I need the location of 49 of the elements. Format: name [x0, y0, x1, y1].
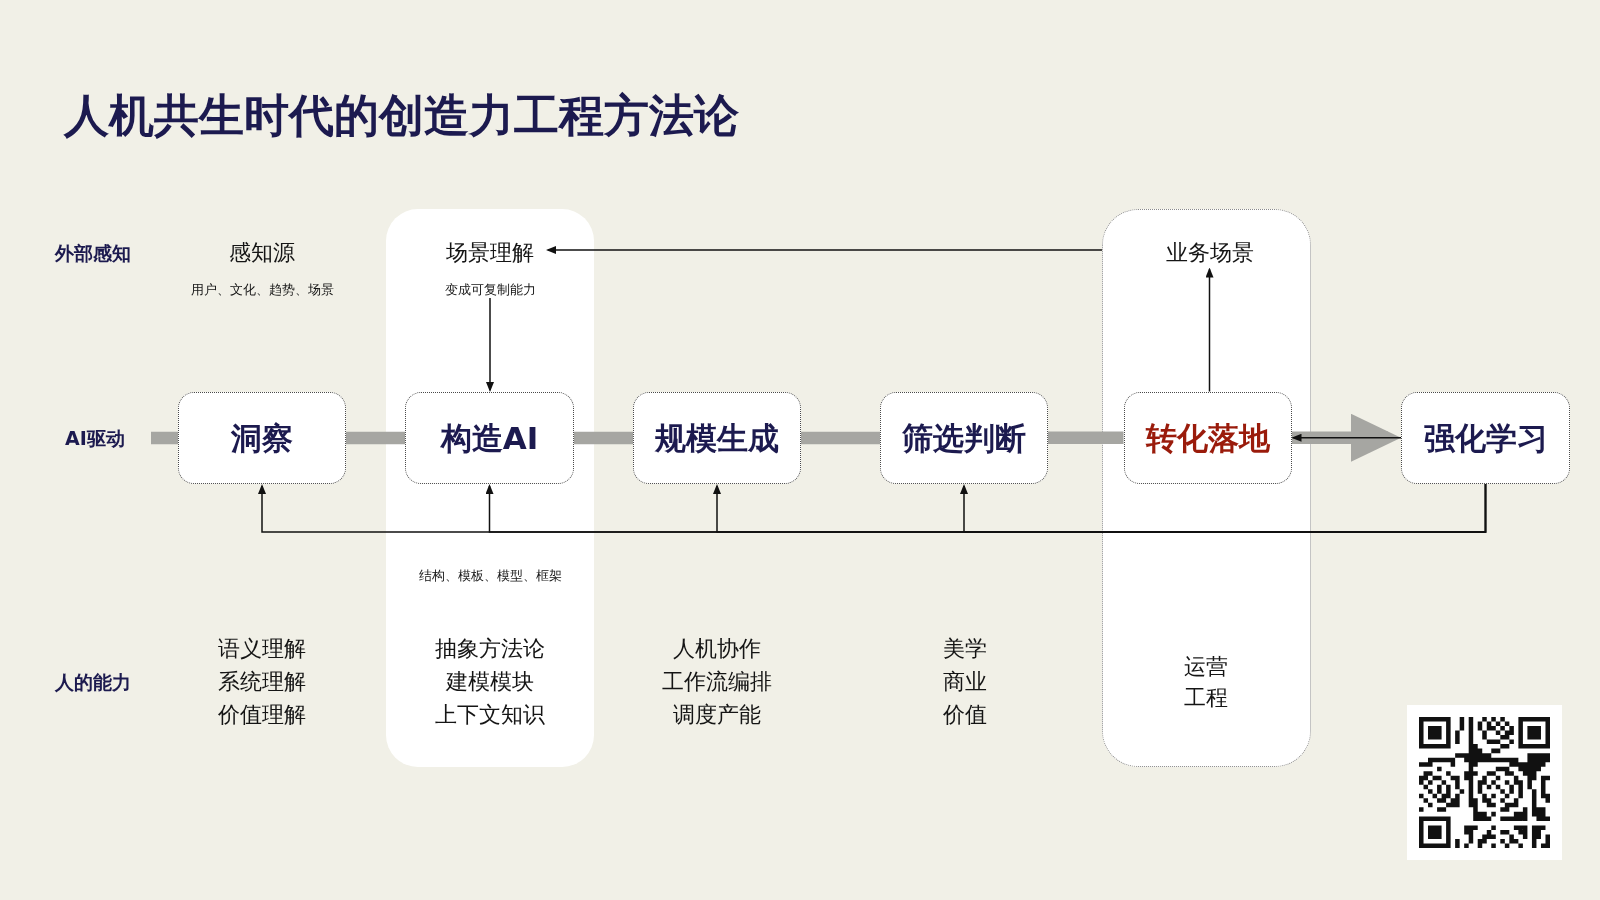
flow-bar — [151, 431, 178, 445]
list-item: 系统理解 — [218, 668, 306, 696]
process-box — [1123, 391, 1292, 484]
list-item: 抽象方法论 — [435, 635, 545, 663]
list-item: 价值 — [943, 701, 987, 729]
step-label: 转化落地 — [1145, 418, 1270, 457]
step-label: 构造AI — [440, 419, 539, 457]
list-item: 工作流编排 — [662, 668, 772, 696]
list-item: 人机协作 — [673, 635, 761, 663]
step-label: 强化学习 — [1423, 419, 1548, 457]
note: 结构、模板、模型、框架 — [418, 568, 562, 584]
arrow — [1205, 267, 1214, 393]
arrow — [960, 483, 1487, 533]
process-box — [880, 392, 1048, 484]
row-label: 人的能力 — [55, 670, 131, 695]
list-item: 上下文知识 — [435, 701, 545, 729]
list-item: 建模模块 — [446, 668, 534, 696]
flow-bar — [346, 431, 405, 445]
process-box — [1401, 392, 1570, 484]
flow-arrow — [1291, 413, 1401, 462]
row-label: 外部感知 — [55, 241, 131, 266]
title: 人机共生时代的创造力工程方法论 — [64, 88, 739, 144]
column-heading: 业务场景 — [1165, 237, 1254, 268]
flow-bar — [1048, 431, 1124, 444]
arrow — [486, 297, 494, 392]
arrow — [1291, 433, 1402, 442]
note: 用户、文化、趋势、场景 — [190, 282, 334, 298]
list-item: 美学 — [943, 635, 987, 663]
step-label: 规模生成 — [655, 419, 779, 457]
arrow — [546, 246, 1103, 254]
dotted-panel — [1102, 209, 1311, 767]
column-heading: 场景理解 — [446, 239, 534, 267]
row-label: AI驱动 — [65, 426, 125, 451]
step-label: 洞察 — [231, 419, 293, 457]
highlight-panel — [386, 209, 594, 767]
list-item: 商业 — [943, 668, 987, 696]
step-label: 筛选判断 — [902, 419, 1026, 457]
process-box — [178, 392, 346, 484]
process-box — [633, 392, 801, 484]
list-item: 价值理解 — [218, 701, 306, 729]
list-item: 调度产能 — [673, 701, 761, 729]
flow-bar — [801, 431, 880, 445]
process-box — [405, 392, 574, 484]
list-item: 语义理解 — [218, 635, 306, 663]
note: 变成可复制能力 — [444, 282, 536, 298]
column-heading: 感知源 — [229, 239, 295, 267]
list-item: 工程 — [1184, 683, 1228, 712]
list-item: 运营 — [1184, 652, 1228, 681]
flow-bar — [574, 431, 633, 445]
